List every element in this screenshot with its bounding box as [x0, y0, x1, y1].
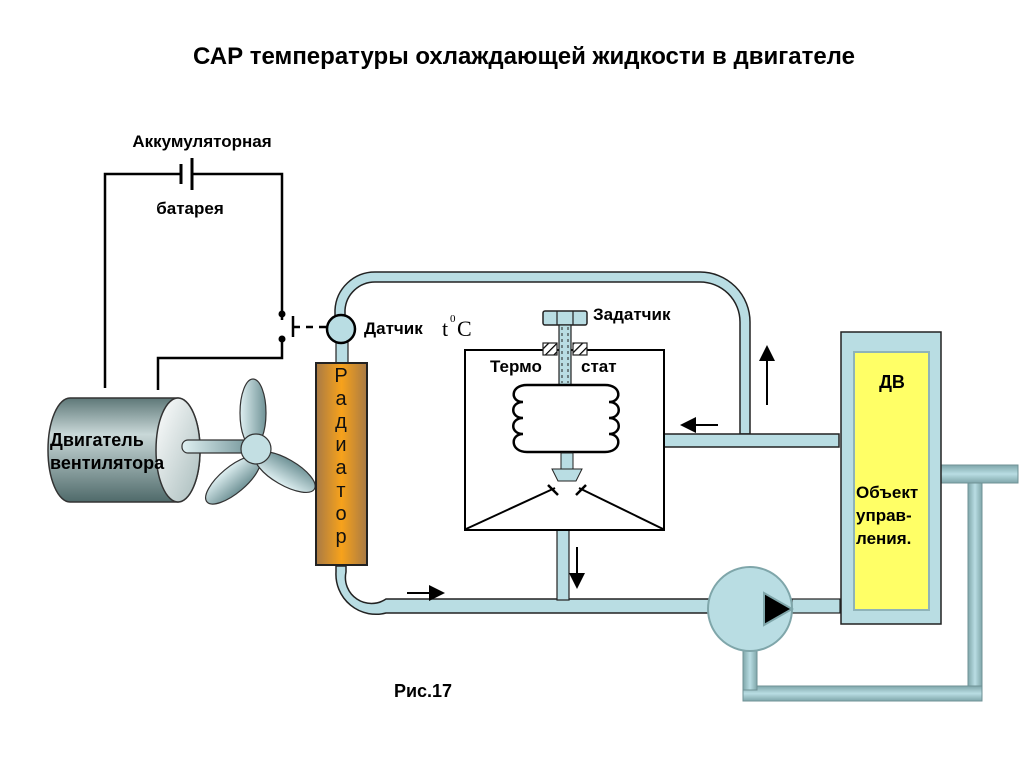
sensor-symbol-degree: 0: [450, 313, 456, 325]
battery-label-top: Аккумуляторная: [132, 132, 271, 151]
wire-bottom: [156, 339, 284, 390]
radiator-letter: р: [335, 526, 346, 548]
valve-cone-left: [465, 487, 556, 530]
coolant-pipes: [334, 271, 1019, 702]
radiator-letter: д: [335, 411, 347, 433]
pipe-thermostat-bottom: [556, 529, 570, 601]
engine-desc-line3: ления.: [856, 529, 911, 548]
radiator-letter: и: [335, 434, 346, 456]
engine-block: ДВ Объект управ- ления.: [840, 331, 942, 625]
pipe-return-right: [967, 482, 983, 702]
radiator-letter: т: [336, 480, 345, 502]
fan-motor: Двигатель вентилятора: [47, 378, 316, 505]
seal-right-icon: [572, 342, 588, 356]
radiator-letter: о: [335, 503, 346, 525]
valve-stem: [560, 452, 574, 470]
temperature-sensor: Датчик t 0 C: [325, 313, 472, 345]
thermostat: Задатчик Термо стат: [464, 305, 671, 531]
pipe-pump-to-engine: [791, 598, 841, 614]
wire-left: [103, 172, 181, 388]
battery-circuit: Аккумуляторная батарея: [103, 132, 330, 390]
pipe-bottom: [335, 565, 711, 616]
sensor-symbol-t: t: [442, 316, 448, 341]
setpoint-knob-icon: [542, 310, 588, 326]
fan-hub-icon: [240, 433, 272, 465]
battery-label-bottom: батарея: [156, 199, 224, 218]
water-pump: [707, 566, 795, 652]
radiator-letter: Р: [334, 365, 347, 387]
wire-right: [192, 172, 284, 320]
engine-desc-line2: управ-: [856, 506, 912, 525]
radiator-letter: а: [335, 457, 347, 479]
flow-arrows: [407, 345, 775, 601]
fan-motor-line1: Двигатель: [50, 430, 144, 450]
valve-plug-icon: [551, 468, 583, 482]
pipe-engine-outlet: [939, 464, 1019, 484]
setpoint-label: Задатчик: [593, 305, 671, 324]
engine-desc-line1: Объект: [856, 483, 918, 502]
fan-motor-line2: вентилятора: [50, 453, 165, 473]
figure-caption: Рис.17: [394, 681, 452, 701]
thermostat-label-left: Термо: [490, 357, 542, 376]
sensor-label: Датчик: [364, 319, 423, 338]
radiator-body: [315, 362, 368, 566]
pump-direction-icon: [763, 591, 795, 627]
sensor-icon: [325, 313, 357, 345]
setpoint-rod: [558, 324, 572, 386]
pipe-thermostat-to-engine: [663, 433, 840, 448]
thermostat-label-right: стат: [581, 357, 617, 376]
sensor-symbol-c: C: [457, 316, 472, 341]
seal-left-icon: [542, 342, 558, 356]
pipe-top: [334, 271, 751, 435]
bellows-icon: [512, 383, 620, 454]
engine-core: [853, 351, 930, 611]
switch-contact-top: [278, 310, 286, 318]
pipe-return-bottom: [742, 685, 983, 702]
radiator-letter: а: [335, 388, 347, 410]
engine-label: ДВ: [879, 372, 905, 392]
valve-cone-right: [578, 487, 664, 530]
diagram-title: САР температуры охлаждающей жидкости в д…: [193, 43, 855, 70]
